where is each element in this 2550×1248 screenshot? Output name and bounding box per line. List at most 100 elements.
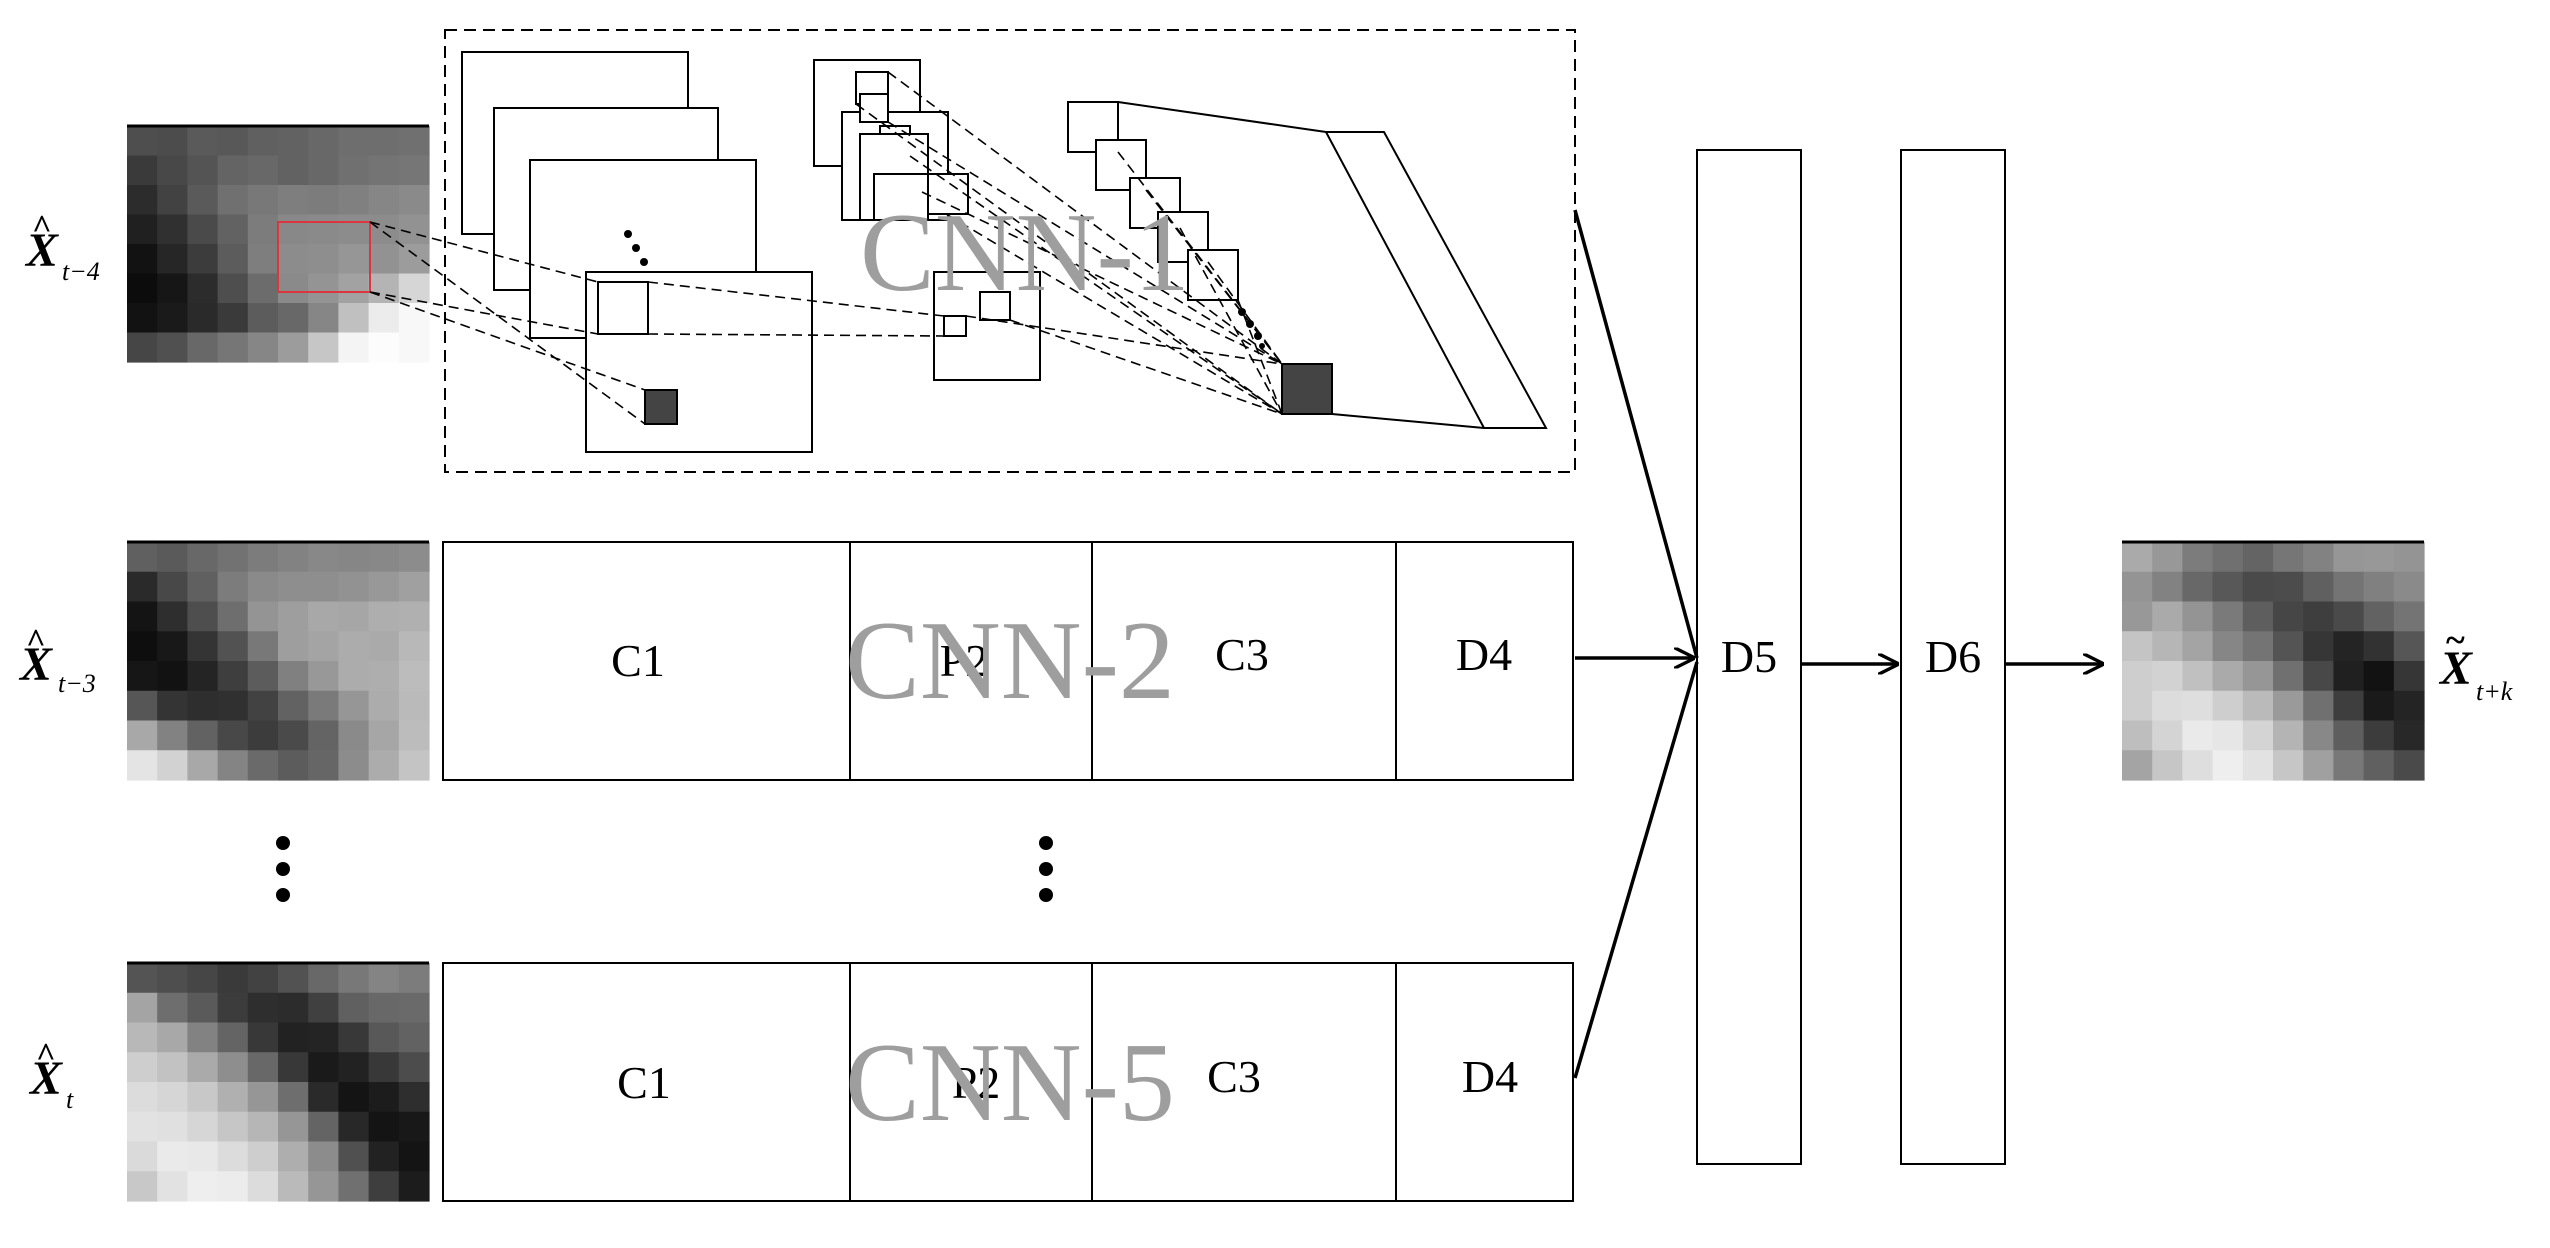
heatmap-t-minus-4-cell <box>247 244 279 275</box>
heatmap-t-minus-4-cell <box>247 214 279 245</box>
heatmap-t-cell <box>308 1082 339 1113</box>
heatmap-t-cell <box>308 1022 339 1053</box>
heatmap-t-minus-3-cell <box>278 571 309 603</box>
heatmap-output-cell <box>2122 690 2153 722</box>
heatmap-output-cell <box>2152 601 2183 632</box>
heatmap-t-cell <box>187 1141 219 1172</box>
svg-text:t−3: t−3 <box>58 669 96 698</box>
heatmap-t-cell <box>368 1111 400 1143</box>
heatmap-t-minus-4-cell <box>308 155 339 186</box>
heatmap-output-cell <box>2303 750 2334 781</box>
heatmap-output-cell <box>2363 661 2395 692</box>
heatmap-t-minus-3-cell <box>247 690 279 722</box>
heatmap-t-minus-3-cell <box>338 690 370 722</box>
heatmap-t-minus-4-cell <box>368 332 400 363</box>
heatmap-t-minus-4-cell <box>157 126 188 157</box>
heatmap-t-cell <box>157 1082 188 1113</box>
heatmap-t-minus-4-cell <box>217 214 249 245</box>
heatmap-t-minus-4-cell <box>368 185 400 216</box>
heatmap-t-minus-3-cell <box>187 661 219 692</box>
stack-ellipsis <box>624 230 648 266</box>
input-label-t: X ^ t <box>28 1037 74 1114</box>
heatmap-t-minus-4-cell <box>278 244 309 275</box>
heatmap-t-cell <box>217 1022 249 1053</box>
conv-output-pixel <box>644 389 678 425</box>
heatmap-t-minus-3-cell <box>278 750 309 781</box>
heatmap-output-cell <box>2152 661 2183 692</box>
heatmap-t-cell <box>187 992 219 1024</box>
heatmap-output-cell <box>2152 690 2183 722</box>
heatmap-t-cell <box>247 992 279 1024</box>
heatmap-output-cell <box>2363 571 2395 603</box>
heatmap-t-minus-3-cell <box>278 631 309 662</box>
heatmap-t-minus-4-cell <box>398 303 430 334</box>
heatmap-t-minus-4-cell <box>338 273 370 304</box>
heatmap-output-cell <box>2182 601 2214 632</box>
heatmap-t-minus-3-cell <box>187 631 219 662</box>
heatmap-t-cell <box>157 1141 188 1172</box>
heatmap-t-cell <box>398 992 430 1024</box>
heatmap-t-minus-3-cell <box>247 661 279 692</box>
heatmap-output-cell <box>2303 690 2334 722</box>
heatmap-output-cell <box>2303 571 2334 603</box>
heatmap-t-cell <box>368 1171 400 1202</box>
heatmap-t-cell <box>247 963 279 994</box>
heatmap-output-cell <box>2182 750 2214 781</box>
heatmap-t-minus-3-cell <box>308 601 339 632</box>
heatmap-output-cell <box>2363 601 2395 632</box>
heatmap-t-minus-3-cell <box>398 690 430 722</box>
heatmap-t-minus-3-cell <box>368 571 400 603</box>
heatmap-t-minus-3-cell <box>187 690 219 722</box>
heatmap-output-cell <box>2333 750 2365 781</box>
heatmap-t-minus-4-cell <box>398 273 430 304</box>
cnn-5-watermark: CNN-5 <box>845 1021 1175 1145</box>
heatmap-t-minus-3-cell <box>368 750 400 781</box>
svg-text:t: t <box>66 1085 74 1114</box>
heatmap-output-cell <box>2393 750 2425 781</box>
heatmap-t-minus-3-cell <box>157 601 188 632</box>
heatmap-t-minus-4-cell <box>127 185 158 216</box>
heatmap-t-minus-3-cell <box>308 720 339 751</box>
heatmap-t-cell <box>127 1141 158 1172</box>
output-heatmap <box>2122 540 2425 781</box>
heatmap-t-cell <box>368 1022 400 1053</box>
heatmap-t-minus-3-cell <box>338 571 370 603</box>
fc-projection <box>1117 101 1548 429</box>
heatmap-t-minus-3-cell <box>247 571 279 603</box>
heatmap-output-cell <box>2152 750 2183 781</box>
heatmap-t-cell <box>187 1171 219 1202</box>
heatmap-t-minus-4-cell <box>278 332 309 363</box>
heatmap-t-minus-3-cell <box>187 750 219 781</box>
heatmap-output-cell <box>2273 661 2304 692</box>
heatmap-output-cell <box>2182 631 2214 662</box>
heatmap-t-minus-3-cell <box>338 601 370 632</box>
heatmap-t-minus-3-cell <box>368 661 400 692</box>
cnn-2-layer-c1: C1 <box>611 635 665 686</box>
cnn-1-connections <box>369 71 1283 425</box>
input-label-t-minus-4: X ^ t−4 <box>24 209 100 286</box>
heatmap-t-minus-3-cell <box>217 631 249 662</box>
heatmap-t-cell <box>338 992 370 1024</box>
heatmap-t-minus-3-cell <box>247 750 279 781</box>
heatmap-output-cell <box>2303 601 2334 632</box>
heatmap-t-minus-4-cell <box>368 155 400 186</box>
heatmap-t-minus-4-cell <box>368 214 400 245</box>
heatmap-t-minus-3-cell <box>127 542 158 573</box>
heatmap-t-minus-3-cell <box>127 661 158 692</box>
heatmap-t-minus-3-cell <box>247 720 279 751</box>
heatmap-t-minus-4-cell <box>247 185 279 216</box>
heatmap-t-cell <box>187 1111 219 1143</box>
heatmap-t-minus-3-cell <box>338 661 370 692</box>
heatmap-output-cell <box>2242 690 2274 722</box>
heatmap-output-cell <box>2182 690 2214 722</box>
heatmap-t-minus-3-cell <box>157 690 188 722</box>
dense-layer-d6-label: D6 <box>1925 631 1981 682</box>
heatmap-t-minus-4-cell <box>308 126 339 157</box>
heatmap-output-cell <box>2212 661 2244 692</box>
heatmap-output-cell <box>2333 542 2365 573</box>
heatmap-t-minus-4-cell <box>368 126 400 157</box>
heatmap-t-minus-3-cell <box>308 542 339 573</box>
heatmap-t-minus-3-cell <box>398 661 430 692</box>
heatmap-t-cell <box>278 1082 309 1113</box>
